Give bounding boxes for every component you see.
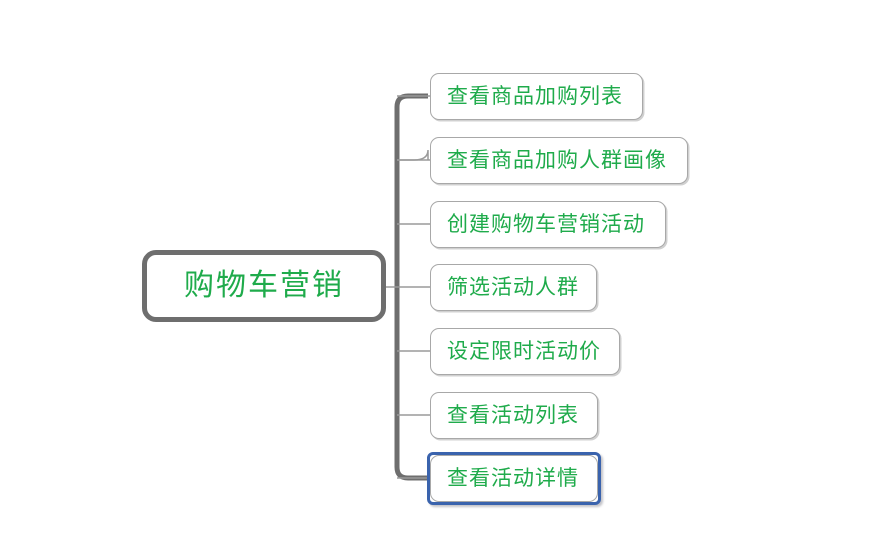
trunk-line: [394, 93, 428, 481]
child-node-3[interactable]: 创建购物车营销活动: [430, 201, 666, 248]
branch-lines: [397, 95, 430, 479]
child-node-6[interactable]: 查看活动列表: [430, 392, 598, 439]
child-node-label: 查看商品加购列表: [447, 84, 623, 108]
child-node-label: 查看商品加购人群画像: [447, 148, 667, 172]
child-node-5[interactable]: 设定限时活动价: [430, 328, 620, 375]
branch-line-2: [397, 149, 429, 161]
child-node-1[interactable]: 查看商品加购列表: [430, 73, 643, 120]
child-node-label: 查看活动列表: [447, 403, 579, 427]
child-node-4[interactable]: 筛选活动人群: [430, 264, 597, 311]
child-node-label: 创建购物车营销活动: [447, 212, 645, 236]
child-node-label: 设定限时活动价: [447, 339, 601, 363]
child-node-2[interactable]: 查看商品加购人群画像: [430, 137, 688, 184]
child-node-label: 筛选活动人群: [447, 275, 579, 299]
child-node-7[interactable]: 查看活动详情: [430, 455, 598, 502]
root-node-label: 购物车营销: [184, 268, 344, 303]
root-node[interactable]: 购物车营销: [142, 250, 386, 322]
child-node-label: 查看活动详情: [447, 466, 579, 490]
